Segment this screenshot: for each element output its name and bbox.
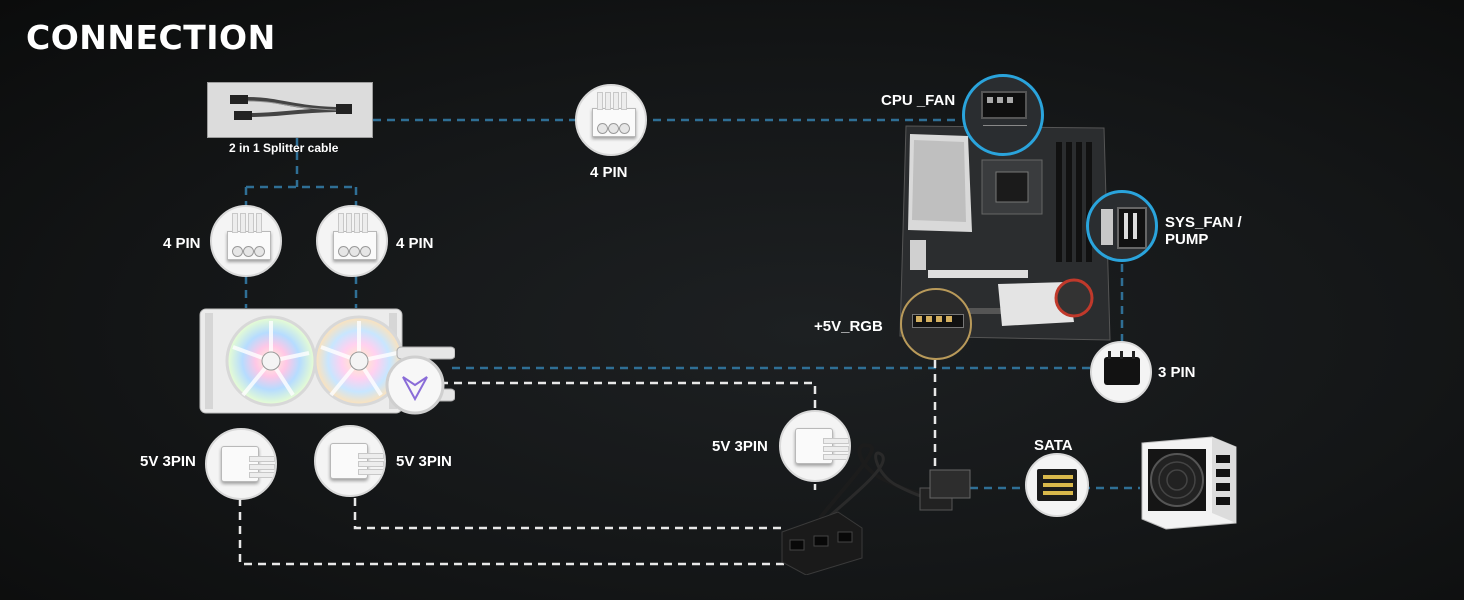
fan-rgb-right-to-hub-line	[353, 498, 785, 530]
left-5v-3pin-label: 5V 3PIN	[140, 453, 196, 470]
psu-image	[1138, 433, 1238, 531]
rgb-hub-icon	[781, 443, 971, 576]
rgb-label: +5V_RGB	[814, 318, 883, 335]
right-5v-3pin-connector-icon	[314, 425, 386, 497]
top-4pin-connector-icon	[575, 84, 647, 156]
right-4pin-label: 4 PIN	[396, 235, 434, 252]
rgb-header-zoom-icon	[900, 288, 972, 360]
psu-icon	[1141, 436, 1237, 530]
top-4pin-label: 4 PIN	[590, 164, 628, 181]
sys-fan-label-line2: PUMP	[1165, 231, 1209, 248]
motherboard-icon	[899, 125, 1111, 341]
cpu-fan-label: CPU _FAN	[881, 92, 956, 109]
pump-to-sysfan-line	[452, 262, 1124, 370]
sys-fan-header-zoom-icon	[1086, 190, 1158, 262]
pump-rgb-to-hub-line	[440, 381, 817, 490]
three-pin-connector-icon	[1090, 341, 1152, 403]
splitter-cable-icon	[230, 95, 352, 120]
cpu-fan-header-zoom-icon	[962, 74, 1044, 156]
aio-cooler-image	[197, 305, 456, 415]
sata-label: SATA	[1034, 437, 1073, 454]
left-4pin-connector-icon	[210, 205, 282, 277]
aio-cooler-icon	[199, 308, 456, 415]
hub-5v-3pin-connector-icon	[779, 410, 851, 482]
three-pin-label: 3 PIN	[1158, 364, 1196, 381]
splitter-label: 2 in 1 Splitter cable	[229, 141, 339, 155]
sys-fan-label-line1: SYS_FAN /	[1165, 214, 1242, 231]
right-5v-3pin-label: 5V 3PIN	[396, 453, 452, 470]
right-4pin-connector-icon	[316, 205, 388, 277]
hub-5v-3pin-label: 5V 3PIN	[712, 438, 768, 455]
fan-rgb-left-to-hub-line	[238, 498, 792, 566]
page-title: CONNECTION	[26, 18, 276, 57]
left-5v-3pin-connector-icon	[205, 428, 277, 500]
rgb-hub-image	[780, 440, 980, 576]
motherboard-image	[898, 122, 1112, 344]
fan-cable-lines	[244, 276, 358, 308]
sata-connector-icon	[1025, 453, 1089, 517]
splitter-cable-image	[207, 82, 373, 138]
left-4pin-label: 4 PIN	[163, 235, 201, 252]
